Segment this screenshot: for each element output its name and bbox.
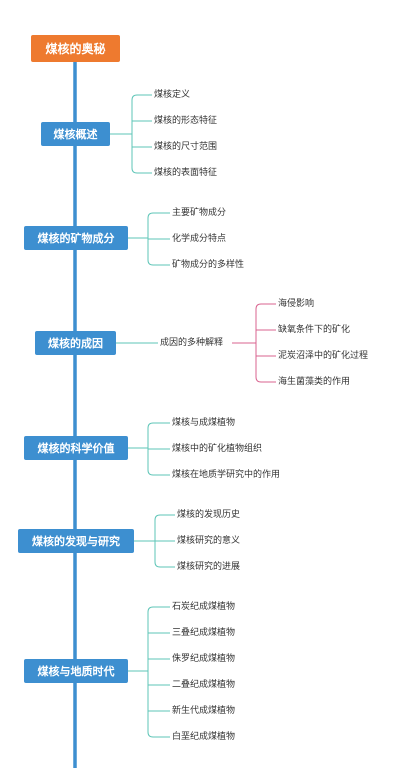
topic-geologic-time[interactable]: 煤核与地质时代 xyxy=(24,659,128,683)
bracket-minerals-upper xyxy=(147,212,170,238)
leaf-explanations[interactable]: 成因的多种解释 xyxy=(160,338,224,348)
leaf-permian[interactable]: 二叠纪成煤植物 xyxy=(172,680,236,690)
bracket-minerals-lower xyxy=(147,238,170,266)
leaf-shape[interactable]: 煤核的形态特征 xyxy=(154,116,218,126)
bracket-overview-lower xyxy=(131,134,152,174)
leaf-surface[interactable]: 煤核的表面特征 xyxy=(154,168,218,178)
leaf-jurassic[interactable]: 侏罗纪成煤植物 xyxy=(172,654,236,664)
bracket-geologic-upper xyxy=(147,606,170,671)
leaf-main-minerals[interactable]: 主要矿物成分 xyxy=(172,208,227,218)
topic-scientific-value[interactable]: 煤核的科学价值 xyxy=(24,436,128,460)
subleaf-anoxic-mineralization[interactable]: 缺氧条件下的矿化 xyxy=(278,325,351,335)
bracket-origin-sub-lower xyxy=(255,343,276,383)
leaf-geology-role[interactable]: 煤核在地质学研究中的作用 xyxy=(172,470,281,480)
leaf-chemistry[interactable]: 化学成分特点 xyxy=(172,234,227,244)
topic-origin[interactable]: 煤核的成因 xyxy=(35,331,116,355)
leaf-carboniferous[interactable]: 石炭纪成煤植物 xyxy=(172,602,236,612)
bracket-overview-upper xyxy=(131,94,152,134)
root-node[interactable]: 煤核的奥秘 xyxy=(31,35,120,62)
leaf-cretaceous[interactable]: 白垩纪成煤植物 xyxy=(172,732,236,742)
subleaf-marine-algae[interactable]: 海生菌藻类的作用 xyxy=(278,377,351,387)
topic-discovery[interactable]: 煤核的发现与研究 xyxy=(18,529,134,553)
bracket-discovery-lower xyxy=(154,541,175,568)
leaf-coal-plants[interactable]: 煤核与成煤植物 xyxy=(172,418,236,428)
leaf-plant-tissue[interactable]: 煤核中的矿化植物组织 xyxy=(172,444,263,454)
leaf-research-significance[interactable]: 煤核研究的意义 xyxy=(177,536,241,546)
subleaf-peat-swamp[interactable]: 泥炭沼泽中的矿化过程 xyxy=(278,351,369,361)
bracket-origin-sub-upper xyxy=(255,303,276,343)
bracket-discovery-upper xyxy=(154,514,175,541)
subleaf-marine-transgression[interactable]: 海侵影响 xyxy=(278,299,315,309)
leaf-diversity[interactable]: 矿物成分的多样性 xyxy=(172,260,245,270)
topic-minerals[interactable]: 煤核的矿物成分 xyxy=(24,226,128,250)
leaf-definition[interactable]: 煤核定义 xyxy=(154,90,191,100)
bracket-value-lower xyxy=(147,448,170,476)
leaf-triassic[interactable]: 三叠纪成煤植物 xyxy=(172,628,236,638)
topic-overview[interactable]: 煤核概述 xyxy=(41,122,110,146)
leaf-discovery-history[interactable]: 煤核的发现历史 xyxy=(177,510,241,520)
bracket-value-upper xyxy=(147,422,170,448)
leaf-size[interactable]: 煤核的尺寸范围 xyxy=(154,142,218,152)
leaf-research-progress[interactable]: 煤核研究的进展 xyxy=(177,562,241,572)
bracket-geologic-lower xyxy=(147,671,170,738)
leaf-cenozoic[interactable]: 新生代成煤植物 xyxy=(172,706,236,716)
